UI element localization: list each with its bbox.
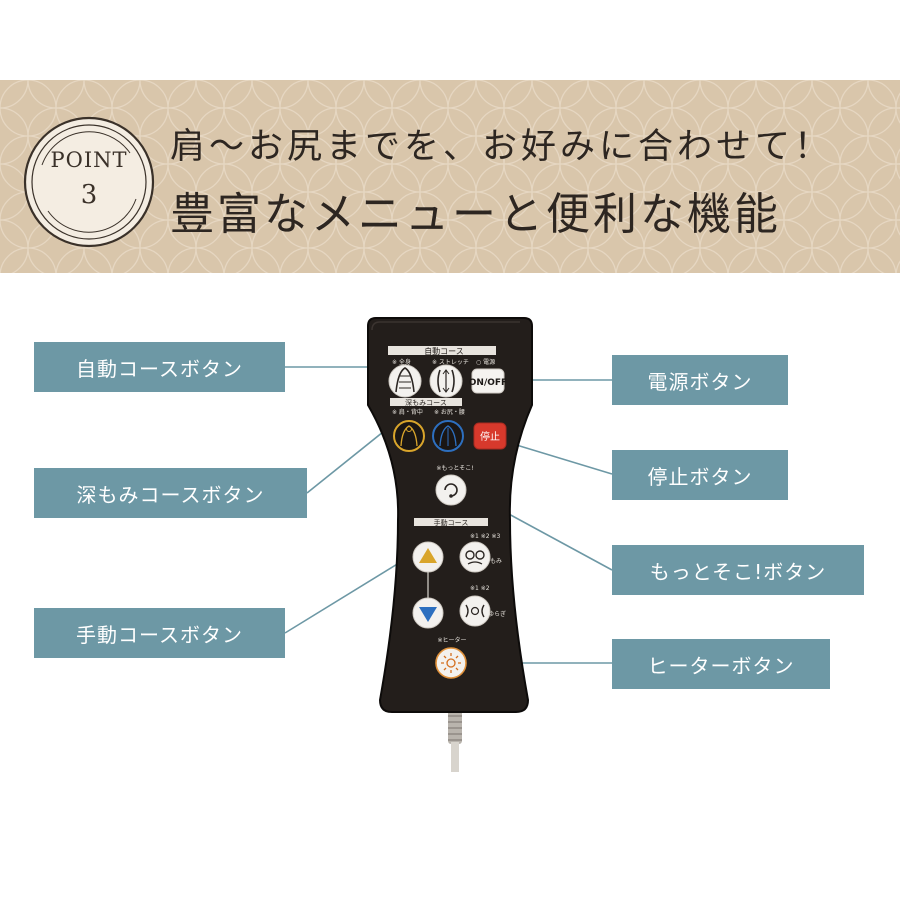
deep-hip-button[interactable] xyxy=(432,420,464,452)
remote-label-stretch: ※ ストレッチ xyxy=(432,359,469,366)
remote-label-hip: ※ お尻・腰 xyxy=(434,409,465,416)
remote-label-manual-course: 手動コース xyxy=(434,518,469,527)
headline-line2: 豊富なメニューと便利な機能 xyxy=(170,189,781,240)
stop-button-label: 停止 xyxy=(480,430,500,443)
heater-button[interactable] xyxy=(435,647,467,679)
remote-label-more: ※もっとそこ! xyxy=(436,465,473,472)
headline-line1: 肩〜お尻までを、お好みに合わせて！ xyxy=(170,127,834,167)
more-there-button[interactable] xyxy=(435,474,467,506)
header-banner xyxy=(0,80,900,273)
label-auto-course: 自動コースボタン xyxy=(34,342,285,392)
label-stop: 停止ボタン xyxy=(612,450,788,500)
remote-label-deep-course: 深もみコース xyxy=(405,398,447,407)
remote-label-momi: もみ xyxy=(490,558,502,565)
label-heater: ヒーターボタン xyxy=(612,639,830,689)
remote-label-levels-top: ※1 ※2 ※3 xyxy=(470,533,501,540)
manual-down-button[interactable] xyxy=(412,597,444,629)
manual-up-button[interactable] xyxy=(412,541,444,573)
yuragi-button[interactable] xyxy=(459,595,491,627)
power-button-label: ON/OFF xyxy=(469,378,507,388)
leader-manual xyxy=(284,554,413,634)
remote-label-heater: ※ヒーター xyxy=(437,636,466,644)
remote-label-yuragi: ゆらぎ xyxy=(488,610,506,618)
deep-shoulder-button[interactable] xyxy=(393,420,425,452)
label-deep-course: 深もみコースボタン xyxy=(34,468,307,518)
label-more-there: もっとそこ!ボタン xyxy=(612,545,864,595)
remote-label-power: ○ 電源 xyxy=(476,358,495,366)
label-power: 電源ボタン xyxy=(612,355,788,405)
leader-deep xyxy=(306,427,389,494)
power-button[interactable]: ON/OFF xyxy=(469,368,507,394)
auto-stretch-button[interactable] xyxy=(429,364,463,398)
remote-label-whole: ※ 全身 xyxy=(392,358,411,366)
power-cord xyxy=(448,708,462,772)
remote-label-levels-bottom: ※1 ※2 xyxy=(470,585,490,592)
remote-label-shoulder: ※ 肩・背中 xyxy=(392,408,423,416)
label-manual-course: 手動コースボタン xyxy=(34,608,285,658)
badge-word: POINT xyxy=(50,148,128,172)
badge-number: 3 xyxy=(80,180,98,210)
stop-button[interactable]: 停止 xyxy=(473,422,507,450)
auto-whole-button[interactable] xyxy=(388,364,422,398)
momi-button[interactable] xyxy=(459,541,491,573)
point-badge-circle xyxy=(23,116,155,248)
remote-label-auto-course: 自動コース xyxy=(424,346,464,356)
remote-body xyxy=(367,317,533,713)
